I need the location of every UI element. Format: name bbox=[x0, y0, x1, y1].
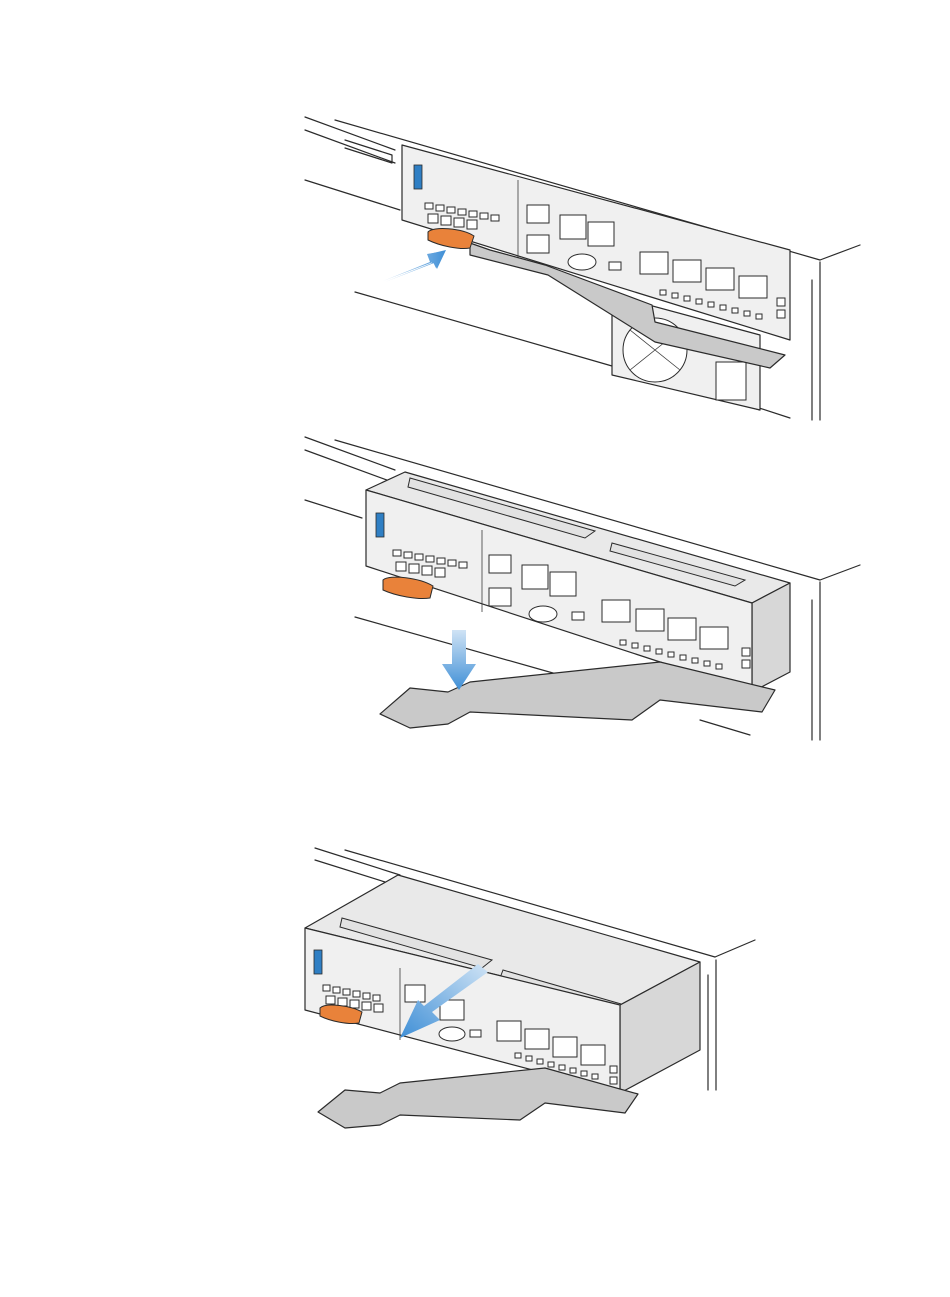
lever-down-arrow-icon bbox=[442, 630, 476, 690]
step-3-illustration bbox=[305, 848, 755, 1128]
status-led-icon bbox=[376, 513, 384, 537]
status-led-icon bbox=[314, 950, 322, 974]
status-led-icon bbox=[414, 165, 422, 189]
power-inlet-icon bbox=[716, 362, 746, 400]
step-1-illustration bbox=[305, 117, 860, 420]
step-2-illustration bbox=[305, 437, 860, 740]
ethernet-port-icon bbox=[527, 205, 549, 223]
